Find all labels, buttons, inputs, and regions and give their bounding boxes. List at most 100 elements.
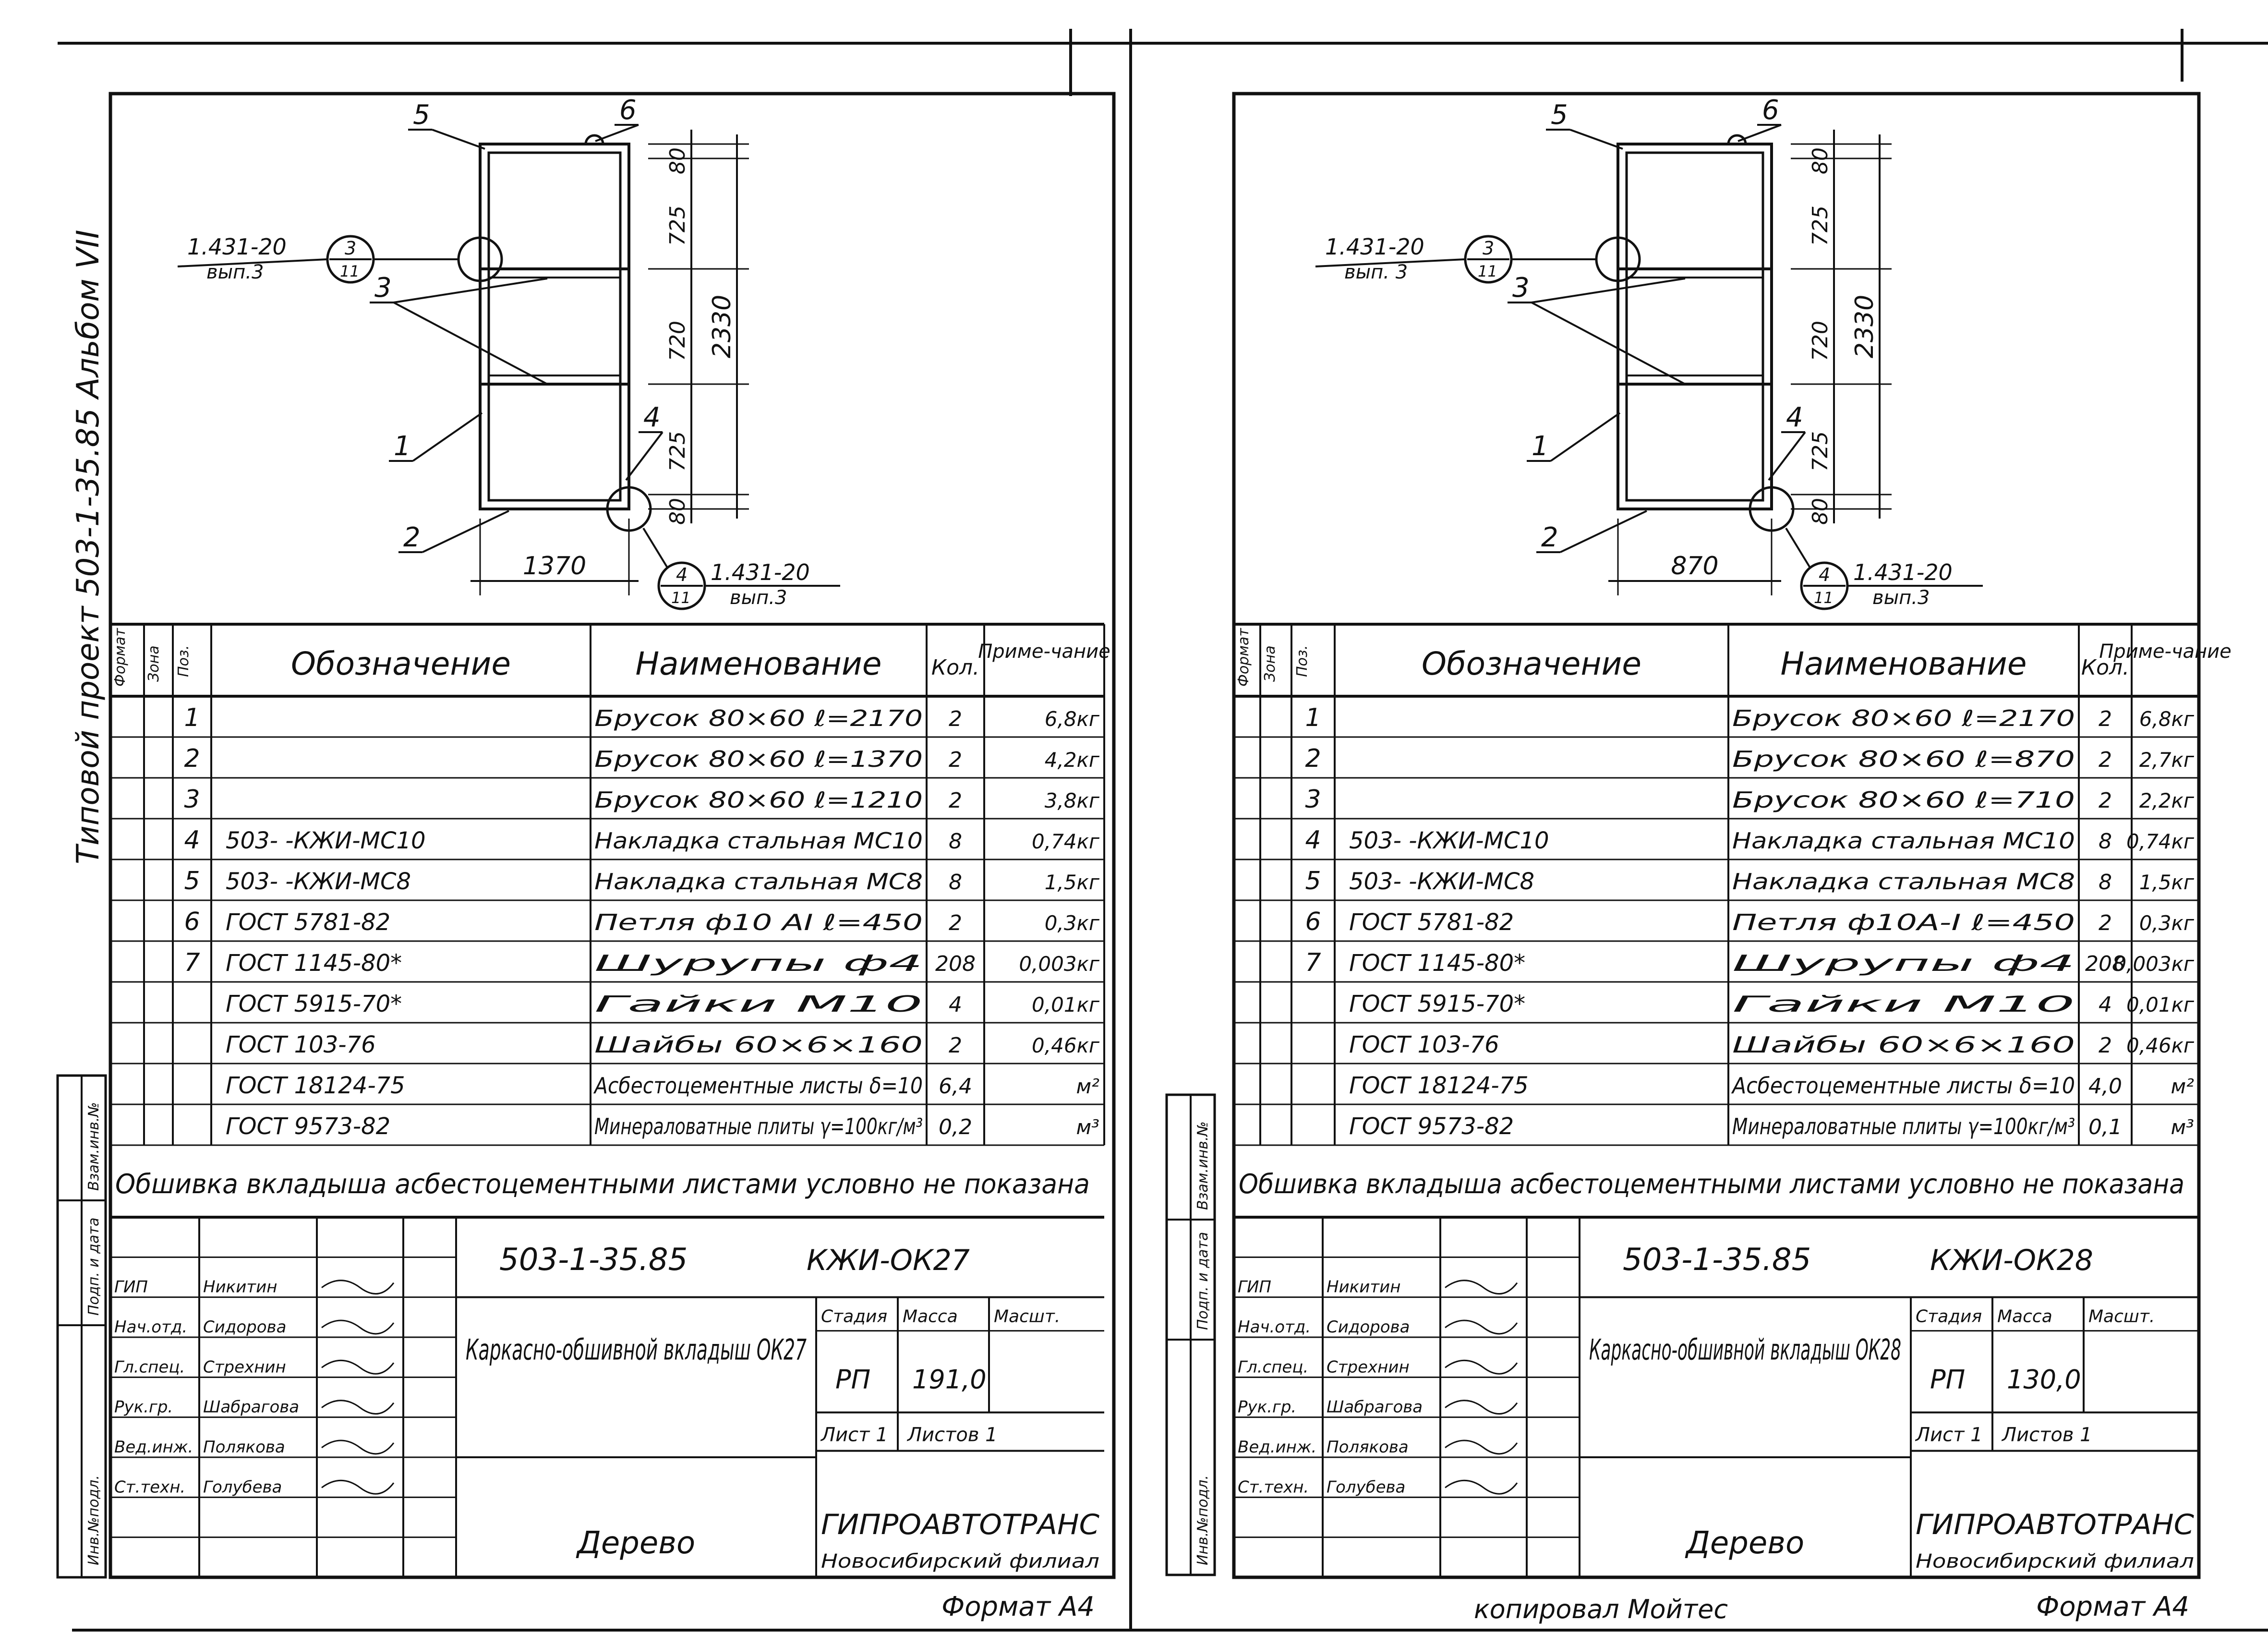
cell-pos: 1: [1305, 703, 1321, 732]
stamp-signature-2: [1445, 1359, 1518, 1375]
stamp-material: Дерево: [576, 1525, 695, 1561]
leader-3b: [393, 302, 548, 385]
cell-name: Брусок 80×60 ℓ=2170: [594, 705, 923, 731]
stamp-branch: Новосибирский филиал: [821, 1550, 1099, 1572]
cell-designation: ГОСТ 9573-82: [1349, 1113, 1514, 1140]
stamp-doc-code: 503-1-35.85: [499, 1242, 688, 1278]
stamp-mass: 130,0: [2007, 1365, 2081, 1395]
cell-note: 0,003кг: [1019, 952, 1100, 976]
leader-3: [1531, 278, 1686, 303]
leader-label-5: 5: [1551, 99, 1568, 131]
cell-pos: 6: [1305, 907, 1321, 936]
header-pos: Поз.: [1294, 645, 1311, 677]
cell-qty: 8: [2099, 870, 2112, 895]
cell-pos: 2: [1305, 744, 1321, 773]
stamp-sheets: Листов 1: [2001, 1424, 2092, 1446]
dim-value-3: 725: [1808, 431, 1833, 472]
cell-name: Накладка стальная МС8: [594, 869, 923, 895]
cell-designation: ГОСТ 5781-82: [226, 909, 390, 936]
cell-name: Брусок 80×60 ℓ=1210: [594, 787, 923, 813]
stamp-sheet: Лист 1: [820, 1424, 888, 1446]
callout-top-issue: вып.3: [206, 261, 264, 283]
cell-designation: 503- -КЖИ-МС10: [226, 827, 426, 854]
cell-note: м²: [2171, 1075, 2194, 1098]
stamp-role-4: Вед.инж.: [1238, 1438, 1316, 1457]
dim-value-2: 720: [665, 321, 690, 361]
header-zone: Зона: [1262, 645, 1279, 682]
margin-label-replace-2: Взам.инв.№: [1194, 1121, 1211, 1210]
cell-qty: 4: [2099, 992, 2112, 1017]
leader-6: [595, 124, 639, 142]
stamp-material: Дерево: [1685, 1525, 1804, 1561]
stamp-role-1: Нач.отд.: [114, 1318, 187, 1337]
callout-bottom-sheet: 11: [1814, 589, 1834, 607]
cell-designation: 503- -КЖИ-МС8: [1349, 868, 1534, 895]
leader-5: [1569, 129, 1623, 150]
leader-label-1: 1: [1532, 431, 1549, 462]
dim-overall-height: 2330: [708, 295, 736, 358]
cell-designation: ГОСТ 1145-80*: [1349, 950, 1525, 977]
cell-name: Шурупы ф4: [1732, 950, 2075, 976]
stamp-mark: КЖИ-ОК27: [807, 1244, 970, 1277]
cell-qty: 2: [949, 748, 962, 772]
cell-qty: 2: [2099, 748, 2112, 772]
stamp-stage: РП: [835, 1365, 870, 1395]
cell-note: 0,3кг: [2139, 911, 2195, 935]
stamp-org: ГИПРОАВТОТРАНС: [1916, 1508, 2195, 1541]
stamp-mark: КЖИ-ОК28: [1930, 1244, 2093, 1277]
cell-name: Асбестоцементные листы δ=10: [593, 1073, 923, 1099]
cell-qty: 2: [2099, 1033, 2112, 1058]
margin-label-replace: Взам.инв.№: [85, 1102, 102, 1191]
cell-name: Накладка стальная МС8: [1732, 869, 2075, 895]
stamp-name-1: Сидорова: [203, 1318, 286, 1337]
cell-pos: 6: [184, 907, 200, 936]
stamp-signature-4: [1445, 1439, 1518, 1455]
stamp-signature-0: [1445, 1280, 1518, 1294]
leader-4: [625, 431, 664, 481]
insert-outer-frame: [1617, 143, 1773, 510]
cell-note: 2,2кг: [2139, 789, 2195, 812]
stamp-signature-3: [321, 1400, 395, 1415]
cell-designation: ГОСТ 103-76: [226, 1031, 376, 1058]
callout-bottom-issue: вып.3: [730, 587, 787, 609]
stamp-name-2: Стрехнин: [203, 1357, 286, 1377]
cell-qty: 208: [2085, 952, 2125, 976]
cell-designation: ГОСТ 1145-80*: [226, 950, 402, 977]
cell-note: 0,46кг: [2126, 1034, 2195, 1057]
leader-2: [422, 510, 509, 553]
cell-qty: 2: [949, 1033, 962, 1058]
header-format: Формат: [112, 628, 129, 687]
stamp-org: ГИПРОАВТОТРАНС: [821, 1508, 1100, 1541]
stamp-role-5: Ст.техн.: [114, 1477, 185, 1497]
header-note: Приме-чание: [2099, 641, 2232, 663]
cell-qty: 2: [949, 911, 962, 935]
lifting-loop: [584, 134, 604, 145]
left-margin-strip: Инв.№подл. Подп. и дата Взам.инв.№: [56, 1074, 107, 1579]
stamp-sheet: Лист 1: [1915, 1424, 1983, 1446]
header-qty: Кол.: [931, 655, 979, 680]
cell-qty: 4,0: [2088, 1074, 2122, 1099]
cell-note: 6,8кг: [1045, 707, 1100, 731]
callout-bottom-ref: 1.431-20: [711, 559, 810, 585]
callout-top-shelf: [1315, 258, 1466, 267]
cell-note: 1,5кг: [2139, 871, 2195, 894]
dim-value-1: 725: [1808, 206, 1833, 246]
stamp-name-2: Стрехнин: [1327, 1357, 1410, 1377]
callout-bottom-node: 4: [676, 564, 688, 585]
cell-qty: 2: [2099, 911, 2112, 935]
header-designation: Обозначение: [291, 645, 511, 682]
dim-value-4: 80: [665, 498, 690, 525]
stamp-name-4: Полякова: [1327, 1438, 1409, 1457]
stamp-signature-0: [321, 1280, 395, 1294]
dim-value-0: 80: [1808, 147, 1833, 174]
cell-name: Накладка стальная МС10: [594, 828, 923, 854]
cell-qty: 2: [2099, 707, 2112, 731]
callout-top-sheet: 11: [340, 262, 360, 280]
cell-note: м³: [2171, 1115, 2194, 1139]
leader-6: [1737, 124, 1782, 142]
cell-designation: ГОСТ 5915-70*: [226, 991, 402, 1017]
stamp-signature-2: [321, 1359, 395, 1375]
stamp-name-5: Голубева: [1327, 1477, 1405, 1497]
leader-1: [1550, 412, 1621, 462]
cell-name: Шурупы ф4: [594, 950, 923, 976]
